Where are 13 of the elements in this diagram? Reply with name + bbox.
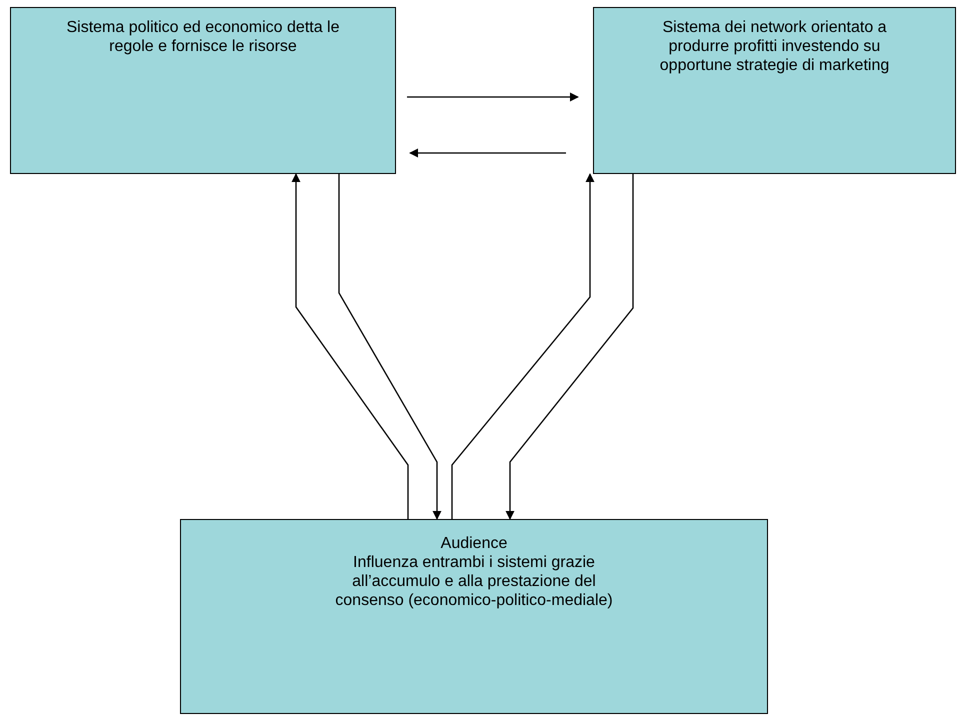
- process-box: [10, 7, 396, 174]
- arrow: [292, 173, 409, 519]
- arrow: [451, 173, 594, 519]
- box-text: Sistema politico ed economico detta le regole e fornisce le risorse: [65, 18, 341, 56]
- arrow: [407, 92, 579, 102]
- box-heading: Audience: [440, 534, 508, 553]
- arrow: [409, 148, 566, 158]
- arrow: [506, 174, 634, 520]
- process-box: [593, 7, 956, 174]
- arrow: [338, 174, 442, 520]
- box-text: Sistema dei network orientato a produrre profitti investendo su opportune strategie di marketing: [658, 18, 890, 75]
- box-text: Influenza entrambi i sistemi grazie all’accumulo e alla prestazione del consenso (economico-politico-mediale): [334, 553, 614, 610]
- process-box: [180, 519, 768, 714]
